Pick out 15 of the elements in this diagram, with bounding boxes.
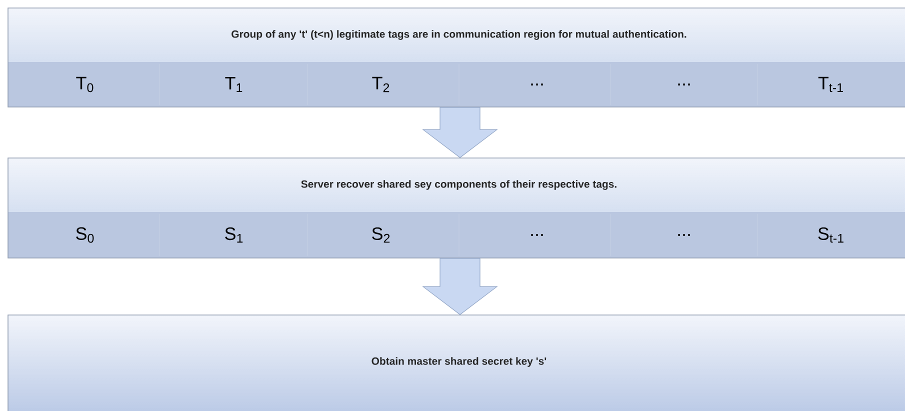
cell-label: ... [678,84,690,86]
cell-label: S$_{t-1}$ [818,227,844,243]
cell-label: S$_{2}$ [372,227,390,243]
cell-label: T$_{1}$ [225,76,242,92]
block-arrow [422,107,498,158]
cell-label: T$_{t-1}$ [818,76,843,92]
cell-label: T$_{2}$ [372,76,390,92]
block-arrow [422,258,498,315]
cell-label: S$_{0}$ [76,227,94,243]
cell-label: ... [531,234,543,236]
cell-label: ... [531,84,543,86]
cell-label: T$_{0}$ [76,76,94,92]
process-band: Obtain master shared secret key 's' [8,314,905,411]
cell-label: ... [678,234,690,236]
cell-label: S$_{1}$ [225,227,243,243]
